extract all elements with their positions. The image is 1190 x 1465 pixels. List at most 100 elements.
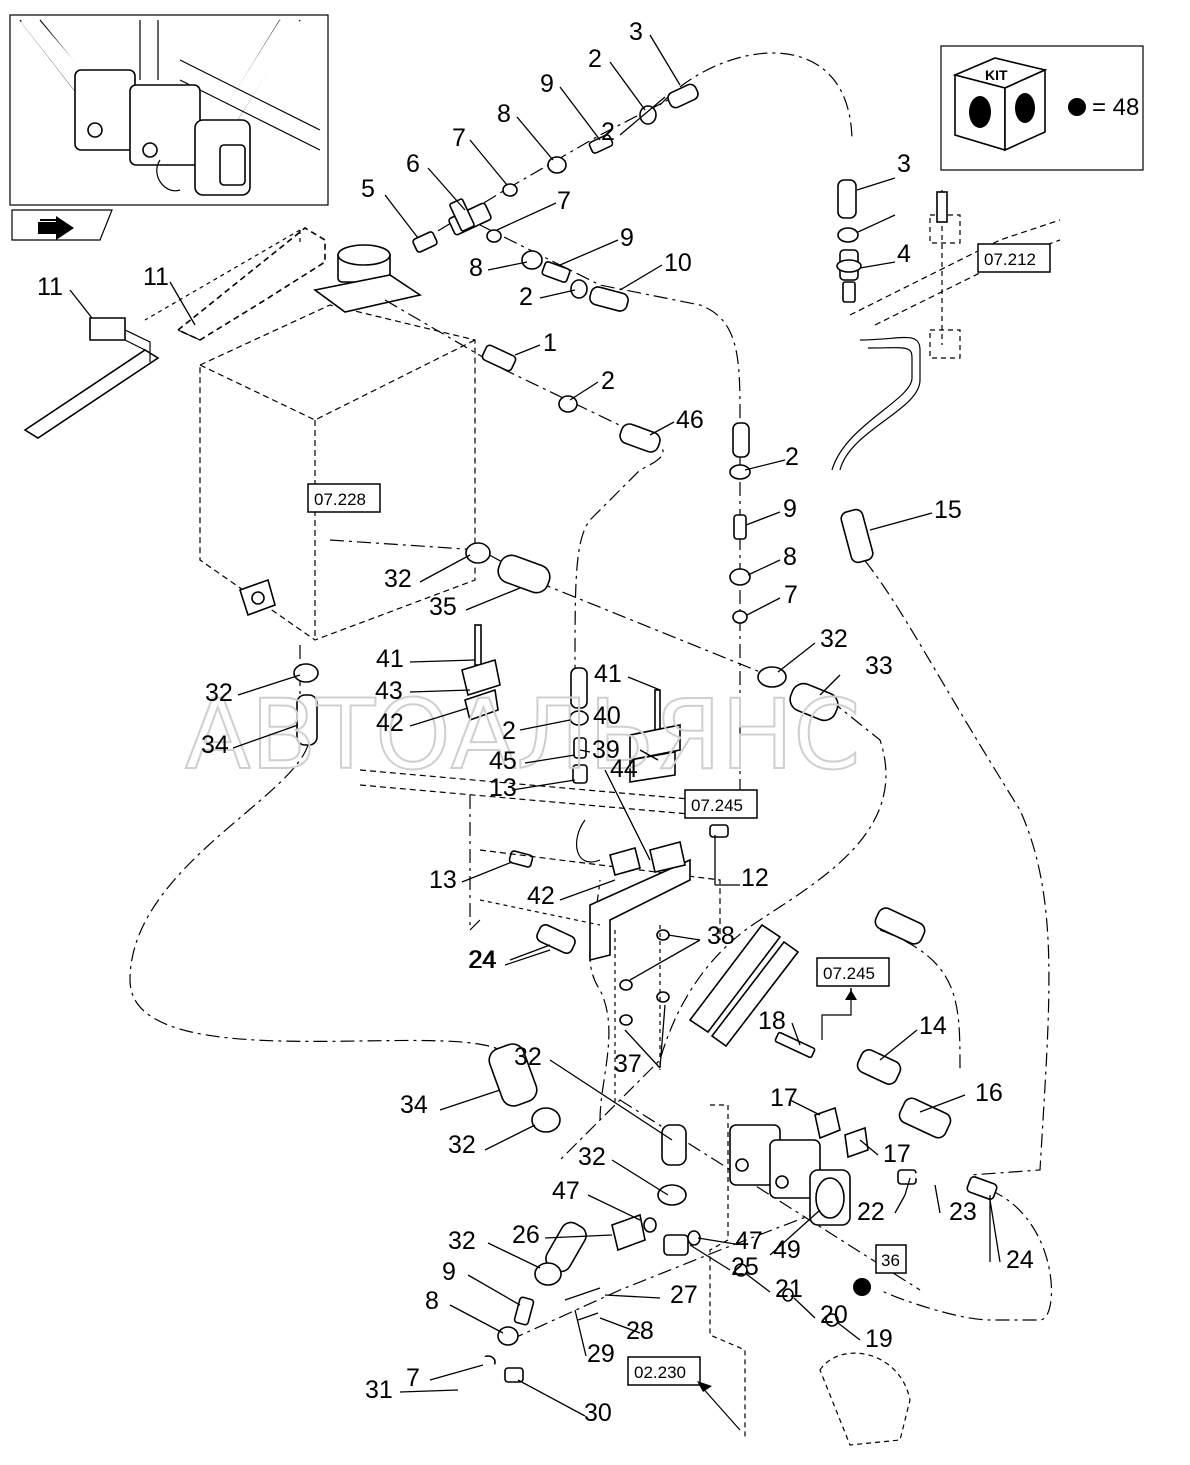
callout-11[interactable]: 11: [37, 273, 63, 301]
callout-32[interactable]: 32: [820, 625, 848, 653]
svg-text:02.230: 02.230: [634, 1363, 686, 1382]
callout-1[interactable]: 1: [543, 329, 557, 357]
ref-07-245-upper[interactable]: 07.245: [684, 789, 758, 819]
callout-20[interactable]: 20: [820, 1301, 848, 1329]
callout-2[interactable]: 2: [519, 283, 533, 311]
callout-10[interactable]: 10: [664, 249, 692, 277]
callout-6[interactable]: 6: [406, 150, 420, 178]
callout-5[interactable]: 5: [361, 175, 375, 203]
leader-line: [793, 1297, 816, 1319]
ref-02-230[interactable]: 02.230: [627, 1356, 741, 1431]
callout-9[interactable]: 9: [442, 1258, 456, 1286]
callout-33[interactable]: 33: [865, 652, 893, 680]
callout-32[interactable]: 32: [448, 1227, 476, 1255]
leader-line: [169, 281, 196, 326]
callout-16[interactable]: 16: [975, 1079, 1003, 1107]
leader-line: [519, 719, 571, 731]
callout-28[interactable]: 28: [626, 1317, 654, 1345]
callout-32[interactable]: 32: [384, 565, 412, 593]
callout-32[interactable]: 32: [205, 679, 233, 707]
callout-34[interactable]: 34: [201, 731, 229, 759]
callout-14[interactable]: 14: [919, 1012, 947, 1040]
callout-29[interactable]: 29: [587, 1340, 615, 1368]
callout-18[interactable]: 18: [758, 1007, 786, 1035]
return-arrow-icon[interactable]: [11, 209, 113, 241]
callout-32[interactable]: 32: [578, 1143, 606, 1171]
callout-9[interactable]: 9: [540, 70, 554, 98]
callout-13[interactable]: 13: [489, 774, 517, 802]
callout-21[interactable]: 21: [775, 1275, 803, 1303]
callout-8[interactable]: 8: [469, 254, 483, 282]
callout-8[interactable]: 8: [497, 100, 511, 128]
callout-7[interactable]: 7: [406, 1364, 420, 1392]
leader-line: [559, 86, 601, 141]
ref-07-245-lower[interactable]: 07.245: [816, 957, 890, 1040]
callout-12[interactable]: 12: [741, 864, 769, 892]
callout-32[interactable]: 32: [448, 1131, 476, 1159]
callout-7[interactable]: 7: [557, 187, 571, 215]
callout-46[interactable]: 46: [676, 406, 704, 434]
callout-2[interactable]: 2: [601, 118, 615, 146]
callout-8[interactable]: 8: [425, 1287, 439, 1315]
leader-line: [237, 674, 301, 696]
callout-47[interactable]: 47: [735, 1227, 763, 1255]
callout-3[interactable]: 3: [629, 18, 643, 46]
callout-32[interactable]: 32: [514, 1043, 542, 1071]
leader-line: [667, 934, 701, 941]
leader-line: [746, 597, 781, 616]
callout-9[interactable]: 9: [783, 495, 797, 523]
callout-41[interactable]: 41: [376, 645, 404, 673]
callout-3[interactable]: 3: [897, 150, 911, 178]
callout-19[interactable]: 19: [865, 1325, 893, 1353]
callout-4[interactable]: 4: [897, 240, 911, 268]
leader-line: [819, 674, 841, 696]
callout-40[interactable]: 40: [593, 702, 621, 730]
callout-39[interactable]: 39: [592, 736, 620, 764]
callout-7[interactable]: 7: [452, 124, 466, 152]
callout-9[interactable]: 9: [620, 224, 634, 252]
callout-2[interactable]: 2: [601, 367, 615, 395]
callout-47[interactable]: 47: [552, 1177, 580, 1205]
ref-36[interactable]: 36: [875, 1244, 907, 1274]
callout-26[interactable]: 26: [512, 1221, 540, 1249]
callout-44[interactable]: 44: [610, 755, 638, 783]
callout-2[interactable]: 2: [785, 443, 799, 471]
callout-24[interactable]: 24: [469, 946, 497, 974]
callout-17[interactable]: 17: [770, 1084, 798, 1112]
callout-31[interactable]: 31: [365, 1376, 393, 1404]
leader-line: [744, 1272, 771, 1293]
callout-23[interactable]: 23: [949, 1198, 977, 1226]
leader-line: [524, 754, 576, 764]
callout-24[interactable]: 24: [1006, 1246, 1034, 1274]
callout-35[interactable]: 35: [429, 593, 457, 621]
callout-24[interactable]: 24: [468, 946, 496, 974]
callout-2[interactable]: 2: [588, 45, 602, 73]
callout-42[interactable]: 42: [527, 882, 555, 910]
callout-42[interactable]: 42: [376, 709, 404, 737]
callout-11[interactable]: 11: [143, 263, 169, 291]
callout-38[interactable]: 38: [707, 922, 735, 950]
leader-line: [745, 511, 781, 526]
ref-07-228[interactable]: 07.228: [307, 483, 381, 513]
parts: [144, 83, 998, 1446]
leader-line: [427, 167, 466, 211]
callout-43[interactable]: 43: [375, 677, 403, 705]
callout-7[interactable]: 7: [784, 581, 798, 609]
callout-30[interactable]: 30: [584, 1399, 612, 1427]
callout-22[interactable]: 22: [857, 1198, 885, 1226]
callout-49[interactable]: 49: [773, 1236, 801, 1264]
callout-27[interactable]: 27: [670, 1281, 698, 1309]
callout-25[interactable]: 25: [731, 1253, 759, 1281]
callout-2[interactable]: 2: [502, 717, 516, 745]
callout-15[interactable]: 15: [934, 496, 962, 524]
leader-line: [744, 459, 786, 471]
callout-45[interactable]: 45: [489, 747, 517, 775]
callout-8[interactable]: 8: [783, 543, 797, 571]
callout-34[interactable]: 34: [400, 1091, 428, 1119]
callout-41[interactable]: 41: [594, 660, 622, 688]
leader-lines: [69, 34, 1001, 1417]
ref-07-212[interactable]: 07.212: [977, 243, 1051, 273]
callout-13[interactable]: 13: [429, 866, 457, 894]
callout-17[interactable]: 17: [883, 1140, 911, 1168]
callout-37[interactable]: 37: [614, 1050, 642, 1078]
